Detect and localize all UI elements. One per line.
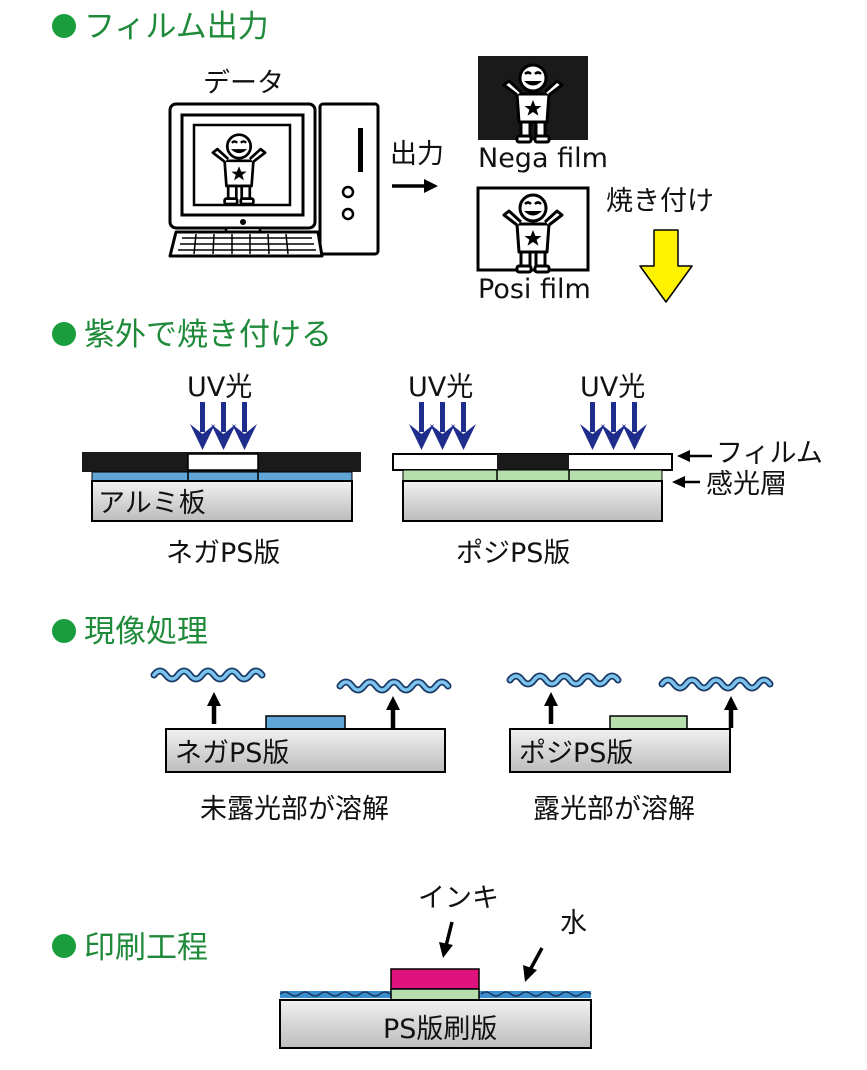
nega-plate-developed: [165, 715, 446, 773]
nega-film: [478, 56, 588, 144]
posi-film: [476, 186, 590, 274]
water-label: 水: [560, 908, 587, 939]
posi-plate-label: ポジPS版: [519, 738, 633, 769]
dissolved-strand: [340, 682, 448, 690]
uv-label-3: UV光: [580, 372, 645, 403]
nega-film-label: Nega film: [478, 143, 608, 174]
data-label: データ: [203, 68, 284, 99]
desktop-computer-icon: [168, 102, 380, 258]
up-arrow-icon: [386, 696, 400, 728]
printing-plate-label: PS版刷版: [383, 1014, 497, 1045]
up-arrow-icon: [724, 696, 738, 728]
bullet-icon: [52, 322, 76, 346]
nega-plate-caption: ネガPS版: [166, 538, 280, 569]
ink-arrow-icon: [439, 921, 454, 958]
posi-dissolve-caption: 露光部が溶解: [533, 794, 695, 825]
water-arrow-icon: [523, 947, 544, 982]
nega-dissolve-caption: 未露光部が溶解: [200, 794, 389, 825]
heading-uv-exposure: 紫外で焼き付ける: [84, 317, 332, 353]
nega-plate-label: ネガPS版: [175, 738, 289, 769]
heading-printing: 印刷工程: [84, 930, 208, 966]
uv-label-2: UV光: [408, 372, 473, 403]
bullet-icon: [52, 14, 76, 38]
posi-film-label: Posi film: [478, 274, 591, 305]
uv-arrows-icon: [580, 402, 647, 450]
output-arrow-icon: [392, 179, 438, 193]
output-label: 出力: [390, 139, 444, 170]
down-arrow-icon: [639, 229, 693, 303]
posi-plate-exposure: [392, 453, 673, 522]
dissolved-strand: [154, 671, 262, 679]
nega-plate-exposure: [82, 452, 361, 522]
posi-plate-developed: [509, 715, 731, 773]
film-layer-label: フィルム: [716, 438, 823, 469]
heading-development: 現像処理: [84, 614, 208, 650]
heading-film-output: フィルム出力: [84, 9, 269, 45]
aluminum-label: アルミ板: [98, 488, 206, 519]
dissolved-strand: [510, 676, 618, 684]
burn-label: 焼き付け: [606, 186, 714, 217]
uv-arrows-icon: [190, 402, 257, 450]
bullet-icon: [52, 934, 76, 958]
printing-plate: [279, 968, 592, 1049]
dissolved-strand: [662, 680, 770, 688]
left-arrow-icon: [677, 450, 712, 462]
uv-arrows-icon: [409, 402, 476, 450]
bullet-icon: [52, 619, 76, 643]
photosensitive-layer-label: 感光層: [706, 469, 787, 500]
uv-label-1: UV光: [187, 372, 252, 403]
up-arrow-icon: [544, 692, 558, 724]
posi-plate-caption: ポジPS版: [456, 538, 570, 569]
ink-label: インキ: [418, 883, 499, 914]
up-arrow-icon: [207, 692, 221, 724]
left-arrow-icon: [672, 476, 700, 488]
